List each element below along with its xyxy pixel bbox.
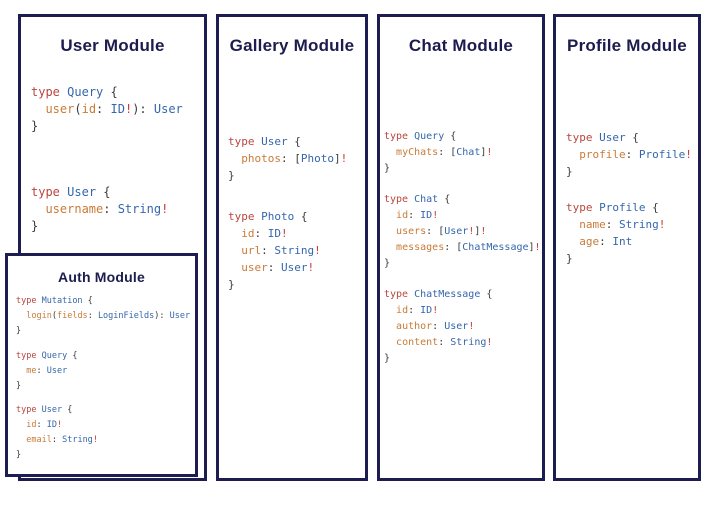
chat-module-panel: Chat Module type Query { myChats: [Chat]… [377, 14, 545, 481]
user-module-title: User Module [60, 36, 165, 55]
auth-mutation-code: type Mutation { login(fields: LoginField… [16, 296, 191, 336]
auth-user-code: type User { id: ID! email: String! } [16, 405, 98, 460]
gallery-user-code: type User { photos: [Photo]! } [228, 135, 348, 182]
profile-profile-code: type Profile { name: String! age: Int } [566, 201, 666, 265]
chat-module-title: Chat Module [408, 36, 514, 55]
profile-module-panel: Profile Module type User { profile: Prof… [553, 14, 701, 481]
profile-user-code: type User { profile: Profile! } [566, 131, 692, 178]
gallery-module-panel: Gallery Module type User { photos: [Phot… [216, 14, 368, 481]
auth-module-panel: Auth Module type Mutation { login(fields… [5, 253, 198, 477]
chat-chat-code: type Chat { id: ID! users: [User!]! mess… [384, 194, 541, 269]
auth-query-code: type Query { me: User } [16, 351, 78, 391]
profile-module-title: Profile Module [567, 36, 687, 55]
gallery-photo-code: type Photo { id: ID! url: String! user: … [228, 210, 321, 291]
gallery-module-title: Gallery Module [229, 36, 355, 55]
user-user-type-code: type User { username: String! } [31, 185, 169, 233]
auth-module-title: Auth Module [58, 269, 145, 285]
chat-chatmessage-code: type ChatMessage { id: ID! author: User!… [384, 289, 493, 364]
chat-query-code: type Query { myChats: [Chat]! } [384, 131, 493, 174]
user-query-code: type Query { user(id: ID!): User } [31, 85, 183, 133]
